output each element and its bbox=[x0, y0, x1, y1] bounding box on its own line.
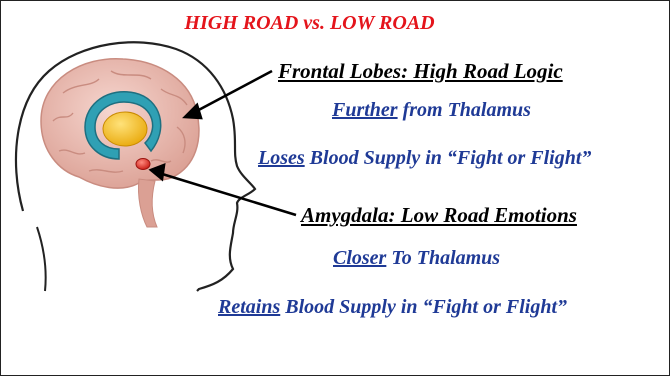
label-retains-word: Retains bbox=[218, 296, 280, 318]
label-retains-rest: Blood Supply in “Fight or Flight” bbox=[280, 296, 567, 318]
label-amygdala: Amygdala: Low Road Emotions bbox=[301, 203, 577, 228]
neck-line bbox=[37, 227, 46, 291]
label-further-word: Further bbox=[332, 99, 398, 121]
slide-title: HIGH ROAD vs. LOW ROAD bbox=[1, 12, 618, 35]
label-frontal-lobes: Frontal Lobes: High Road Logic bbox=[278, 59, 563, 84]
arrow-amygdala bbox=[159, 173, 296, 215]
label-further-from-thalamus: Further from Thalamus bbox=[332, 99, 531, 122]
label-loses-rest: Blood Supply in “Fight or Flight” bbox=[305, 147, 592, 169]
label-retains-blood-supply: Retains Blood Supply in “Fight or Flight… bbox=[218, 296, 567, 319]
label-loses-word: Loses bbox=[258, 147, 305, 169]
amygdala bbox=[136, 159, 150, 170]
label-closer-to-thalamus: Closer To Thalamus bbox=[333, 247, 500, 270]
arrow-frontal-lobes bbox=[193, 71, 272, 113]
thalamus bbox=[103, 112, 147, 146]
label-closer-rest: To Thalamus bbox=[386, 247, 500, 269]
label-further-rest: from Thalamus bbox=[398, 99, 531, 121]
label-loses-blood-supply: Loses Blood Supply in “Fight or Flight” bbox=[258, 147, 591, 170]
label-closer-word: Closer bbox=[333, 247, 386, 269]
brain-stem bbox=[138, 179, 157, 227]
